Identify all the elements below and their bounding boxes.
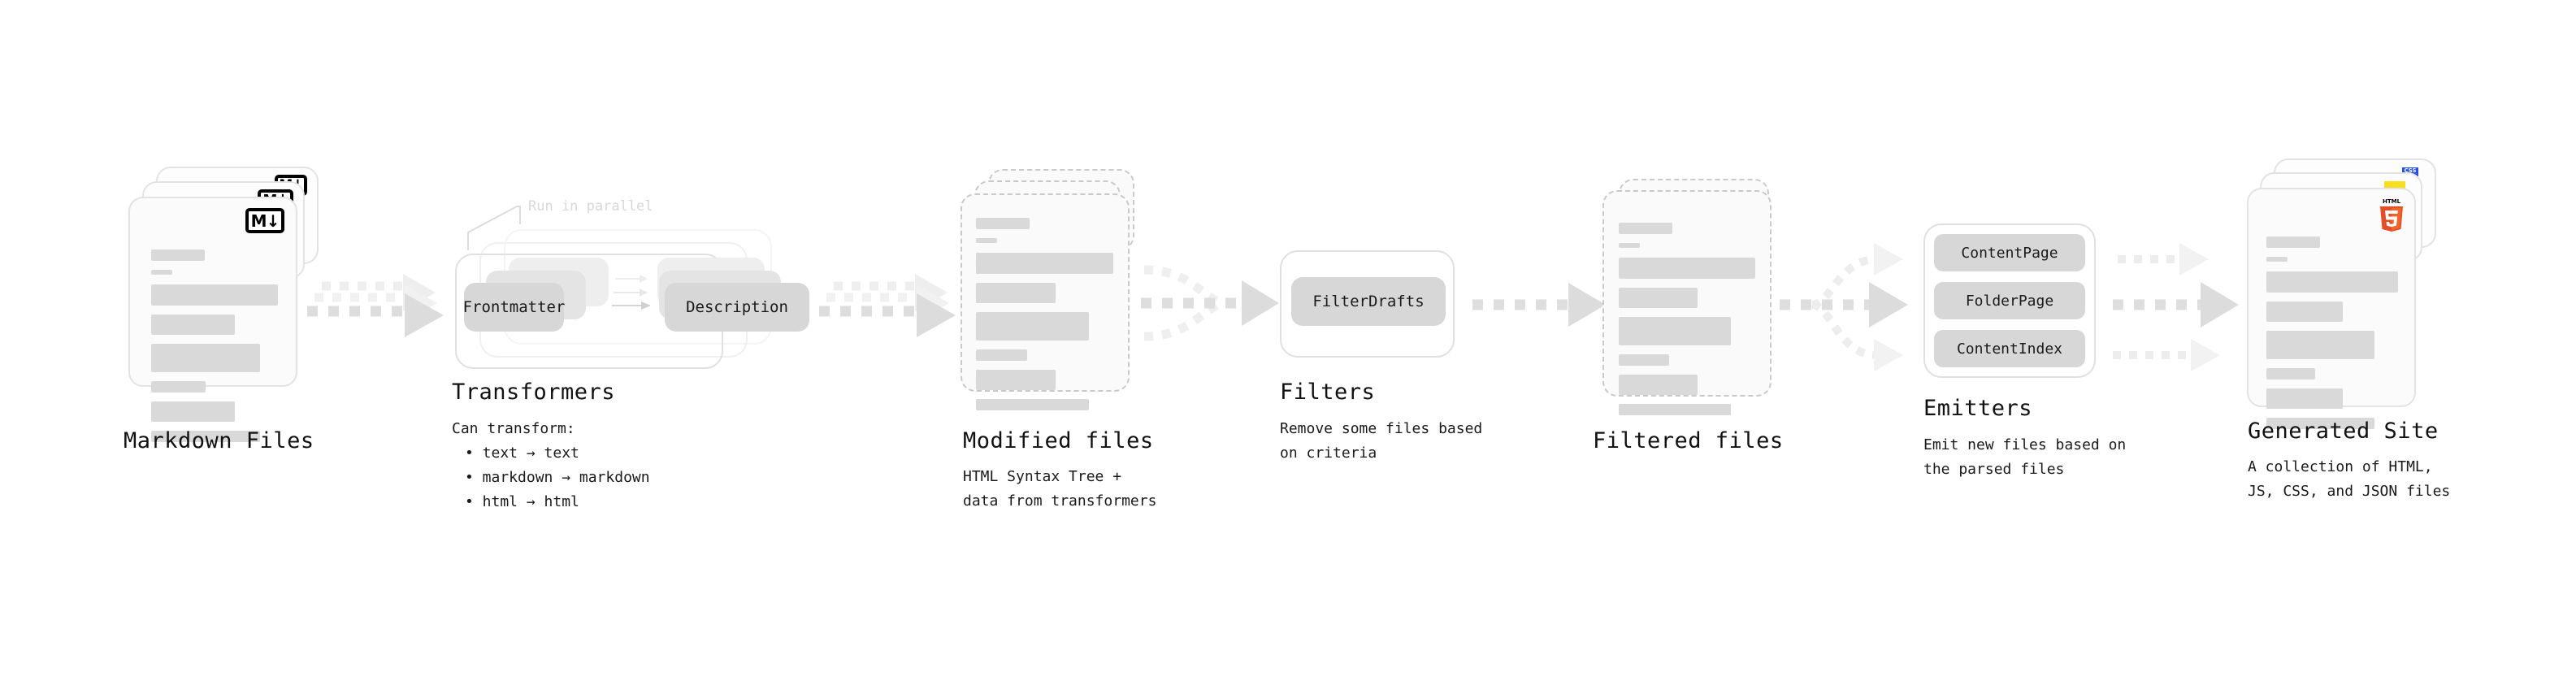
placeholder-line <box>151 314 235 335</box>
placeholder-line <box>976 238 997 243</box>
placeholder-lines <box>151 249 278 451</box>
list-item: • text → text <box>465 445 579 462</box>
placeholder-line <box>2266 418 2374 429</box>
emitters-box <box>1923 223 2096 378</box>
run-in-parallel-label: Run in parallel <box>528 198 653 215</box>
placeholder-line <box>1619 375 1698 395</box>
markdown-badge: M↓ <box>245 208 284 233</box>
generated-site-title: Generated Site <box>2248 419 2439 444</box>
modified-file-card <box>961 193 1130 410</box>
emitter-chip-contentpage[interactable]: ContentPage <box>1934 234 2085 271</box>
placeholder-lines <box>2266 236 2398 438</box>
transformer-chip-description[interactable]: Description <box>665 283 809 332</box>
chip-label: FilterDrafts <box>1312 293 1425 310</box>
placeholder-line <box>976 218 1030 229</box>
placeholder-line <box>976 349 1027 361</box>
placeholder-line <box>1619 354 1670 366</box>
placeholder-line <box>976 312 1089 340</box>
placeholder-line <box>976 399 1089 410</box>
chip-label: Frontmatter <box>462 298 566 316</box>
emitter-chip-contentindex[interactable]: ContentIndex <box>1934 330 2085 367</box>
connector-emitters-to-site <box>2113 234 2259 380</box>
md-arrow: ↓ <box>266 210 280 231</box>
connector-filtered-to-emitters <box>1780 234 1934 380</box>
chip-label: ContentPage <box>1961 244 2058 262</box>
placeholder-line <box>2266 388 2343 409</box>
placeholder-line <box>2266 236 2320 248</box>
placeholder-line <box>2266 257 2288 262</box>
placeholder-line <box>976 370 1056 390</box>
placeholder-line <box>1619 288 1698 308</box>
placeholder-line <box>2266 271 2398 293</box>
placeholder-line <box>151 431 261 442</box>
placeholder-line <box>976 283 1056 303</box>
html5-badge: HTML <box>2379 197 2405 232</box>
emitters-subtitle: Emit new files based on the parsed files <box>1923 436 2127 478</box>
markdown-file-card: M↓ <box>128 197 297 442</box>
filter-chip-filterdrafts[interactable]: FilterDrafts <box>1291 277 1446 326</box>
placeholder-line <box>1619 317 1731 345</box>
placeholder-line <box>151 381 206 393</box>
filters-title: Filters <box>1280 380 1376 405</box>
svg-text:HTML: HTML <box>2383 198 2401 205</box>
generated-site-subtitle: A collection of HTML, JS, CSS, and JSON … <box>2248 458 2451 500</box>
emitters-title: Emitters <box>1923 396 2033 421</box>
markdown-files-title: Markdown Files <box>124 428 314 453</box>
transformer-inner-arrows <box>612 275 651 310</box>
placeholder-line <box>1619 243 1640 248</box>
emitter-chip-folderpage[interactable]: FolderPage <box>1934 282 2085 319</box>
placeholder-line <box>1619 258 1755 279</box>
transformers-subtitle: Can transform: <box>452 420 575 437</box>
filters-subtitle: Remove some files based on criteria <box>1280 420 1483 462</box>
transformer-chip-frontmatter[interactable]: Frontmatter <box>462 283 566 332</box>
placeholder-line <box>151 284 278 306</box>
md-letter: M <box>250 210 267 231</box>
chip-label: Description <box>686 298 788 316</box>
transformers-bullet-list: • text → text • markdown → markdown • ht… <box>452 441 650 514</box>
placeholder-line <box>2266 368 2315 380</box>
placeholder-line <box>2266 301 2343 322</box>
connector-transformers-to-modified <box>819 272 965 345</box>
chip-label: FolderPage <box>1965 292 2054 310</box>
transformers-title: Transformers <box>452 380 616 405</box>
filters-box <box>1280 250 1455 358</box>
placeholder-line <box>976 253 1113 274</box>
css-badge: CSS <box>2402 167 2418 176</box>
placeholder-line <box>2266 331 2374 359</box>
placeholder-line <box>1619 223 1672 234</box>
placeholder-line <box>151 249 205 261</box>
placeholder-line <box>1619 404 1731 415</box>
run-in-parallel-bracket <box>467 206 521 250</box>
placeholder-line <box>151 270 172 275</box>
connector-markdown-to-transformers <box>307 272 453 345</box>
connector-filters-to-filtered <box>1469 283 1615 332</box>
modified-files-subtitle: HTML Syntax Tree + data from transformer… <box>963 468 1157 510</box>
placeholder-line <box>151 344 261 372</box>
modified-files-title: Modified files <box>963 428 1154 453</box>
filtered-files-title: Filtered files <box>1593 428 1784 453</box>
placeholder-lines <box>1619 223 1755 424</box>
list-item: • markdown → markdown <box>465 469 650 486</box>
filtered-file-card <box>1602 190 1772 415</box>
list-item: • html → html <box>465 493 579 510</box>
placeholder-line <box>151 401 235 422</box>
placeholder-lines <box>976 218 1113 419</box>
chip-label: ContentIndex <box>1956 340 2063 358</box>
connector-modified-to-filters <box>1138 252 1292 366</box>
generated-site-card: HTML <box>2247 188 2416 429</box>
